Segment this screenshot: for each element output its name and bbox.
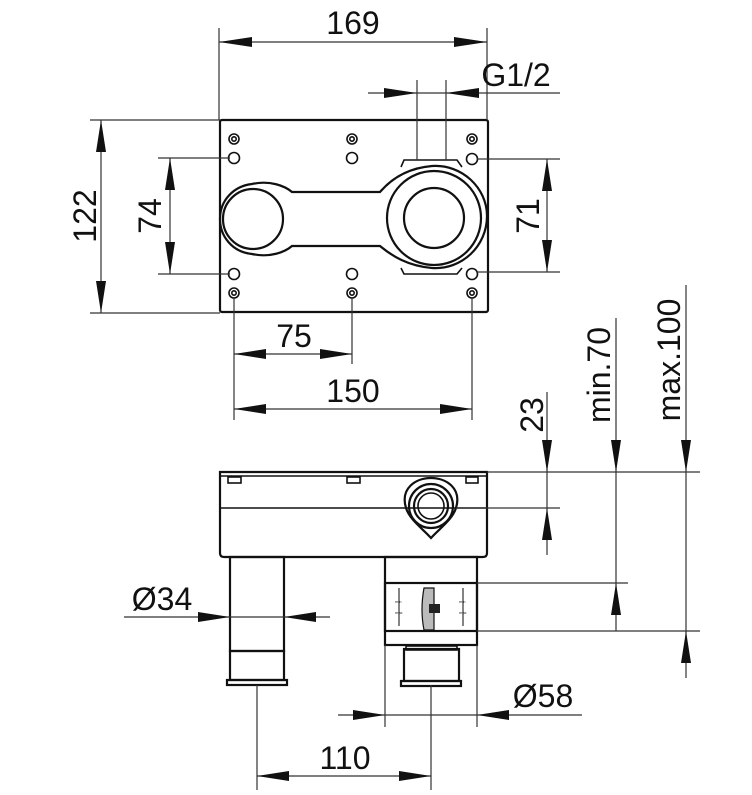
arrowhead [384, 88, 417, 98]
arrowhead [454, 37, 487, 47]
arrowhead [257, 771, 289, 781]
housing-outline [218, 470, 489, 559]
screw-hole [466, 287, 478, 299]
arrowhead [542, 508, 552, 540]
screw-hole [468, 289, 475, 296]
dim-label-74: 74 [132, 198, 168, 234]
arrowhead [542, 440, 552, 472]
arrowhead [234, 404, 266, 414]
dim-150: 150 [234, 298, 473, 420]
arrowhead [165, 158, 175, 190]
dim-label-g12: G1/2 [481, 57, 550, 93]
body-outline [218, 164, 489, 270]
arrowhead [198, 612, 230, 622]
screw-hole [348, 289, 355, 296]
dim-label-max100: max.100 [651, 299, 687, 422]
dim-169: 169 [218, 5, 488, 120]
dim-label-23: 23 [514, 397, 550, 433]
arrowhead [96, 120, 106, 152]
dim-max100: max.100 [651, 285, 691, 678]
dim-label-71: 71 [510, 198, 546, 234]
scale-min-right: min [459, 599, 465, 604]
arrowhead [446, 88, 479, 98]
screw-hole [346, 133, 358, 145]
arrowhead [611, 440, 621, 472]
plain-hole [227, 151, 241, 165]
dim-d58: Ø58 [338, 645, 582, 727]
depth-scale-panel [383, 581, 479, 633]
top-view: 169 G1/2 122 74 [67, 5, 560, 420]
arrowhead [477, 710, 509, 720]
screw-hole [231, 136, 238, 143]
right-outlet [402, 647, 461, 683]
right-outer-ring [385, 169, 483, 267]
dim-label-110: 110 [319, 740, 370, 776]
outlet-bore [417, 492, 445, 520]
scale-min-left: min [395, 599, 401, 604]
arrowhead [96, 281, 106, 313]
dim-d34: Ø34 [124, 581, 330, 622]
dim-110: 110 [256, 685, 432, 790]
arrowhead [681, 440, 691, 472]
left-pipe-base [225, 678, 289, 687]
plain-hole [345, 151, 359, 165]
left-opening-circle [221, 187, 285, 251]
outlet-ring-inner [412, 487, 450, 525]
screw-hole [228, 133, 240, 145]
scale-slider [421, 587, 435, 631]
plain-hole [345, 267, 359, 281]
arrowhead [320, 349, 352, 359]
plain-hole [465, 267, 479, 281]
dim-label-169: 169 [326, 5, 379, 41]
side-view: min max min max 23 min.70 [124, 285, 700, 790]
arrowhead [542, 159, 552, 191]
screw-hole [346, 287, 358, 299]
screw-hole [468, 136, 475, 143]
clip [227, 476, 242, 484]
scale-max-right: max [459, 610, 467, 615]
dim-71: 71 [477, 158, 560, 273]
dim-74: 74 [132, 157, 230, 275]
right-inner-circle [402, 186, 466, 250]
screw-hole [231, 289, 238, 296]
clip [346, 476, 361, 484]
left-pipe-cap [228, 649, 286, 682]
screw-hole [466, 133, 478, 145]
arrowhead [542, 240, 552, 272]
dim-label-d58: Ø58 [513, 678, 573, 714]
scale-max-left: max [395, 610, 403, 615]
mounting-plate-outline [218, 118, 490, 314]
flange-bottom [400, 267, 463, 275]
plain-hole [465, 152, 479, 166]
arrowhead [399, 771, 431, 781]
arrowhead [681, 631, 691, 663]
dim-label-122: 122 [67, 189, 103, 242]
clip [465, 476, 479, 484]
scale-knob [429, 604, 440, 613]
depth-scale: min max min max [395, 587, 467, 631]
screw-hole [228, 287, 240, 299]
outlet-ring [407, 482, 455, 530]
flange-top [400, 159, 463, 168]
arrowhead [611, 583, 621, 615]
arrowhead [165, 242, 175, 274]
arrowhead [284, 612, 316, 622]
arrowhead [234, 349, 266, 359]
arrowhead [440, 404, 472, 414]
dim-label-75: 75 [276, 318, 312, 354]
arrowhead [353, 710, 385, 720]
arrowhead [219, 37, 252, 47]
dim-75: 75 [233, 298, 353, 420]
dim-122: 122 [67, 119, 220, 314]
right-outlet-rim [405, 645, 458, 651]
dim-min70: min.70 [477, 318, 700, 632]
left-pipe [228, 555, 286, 653]
screw-hole [348, 136, 355, 143]
dim-23: 23 [456, 392, 700, 555]
plain-hole [227, 267, 241, 281]
dim-label-d34: Ø34 [132, 581, 192, 617]
dim-g12: G1/2 [368, 57, 560, 160]
dim-label-150: 150 [326, 373, 379, 409]
dim-label-min70: min.70 [581, 327, 617, 423]
